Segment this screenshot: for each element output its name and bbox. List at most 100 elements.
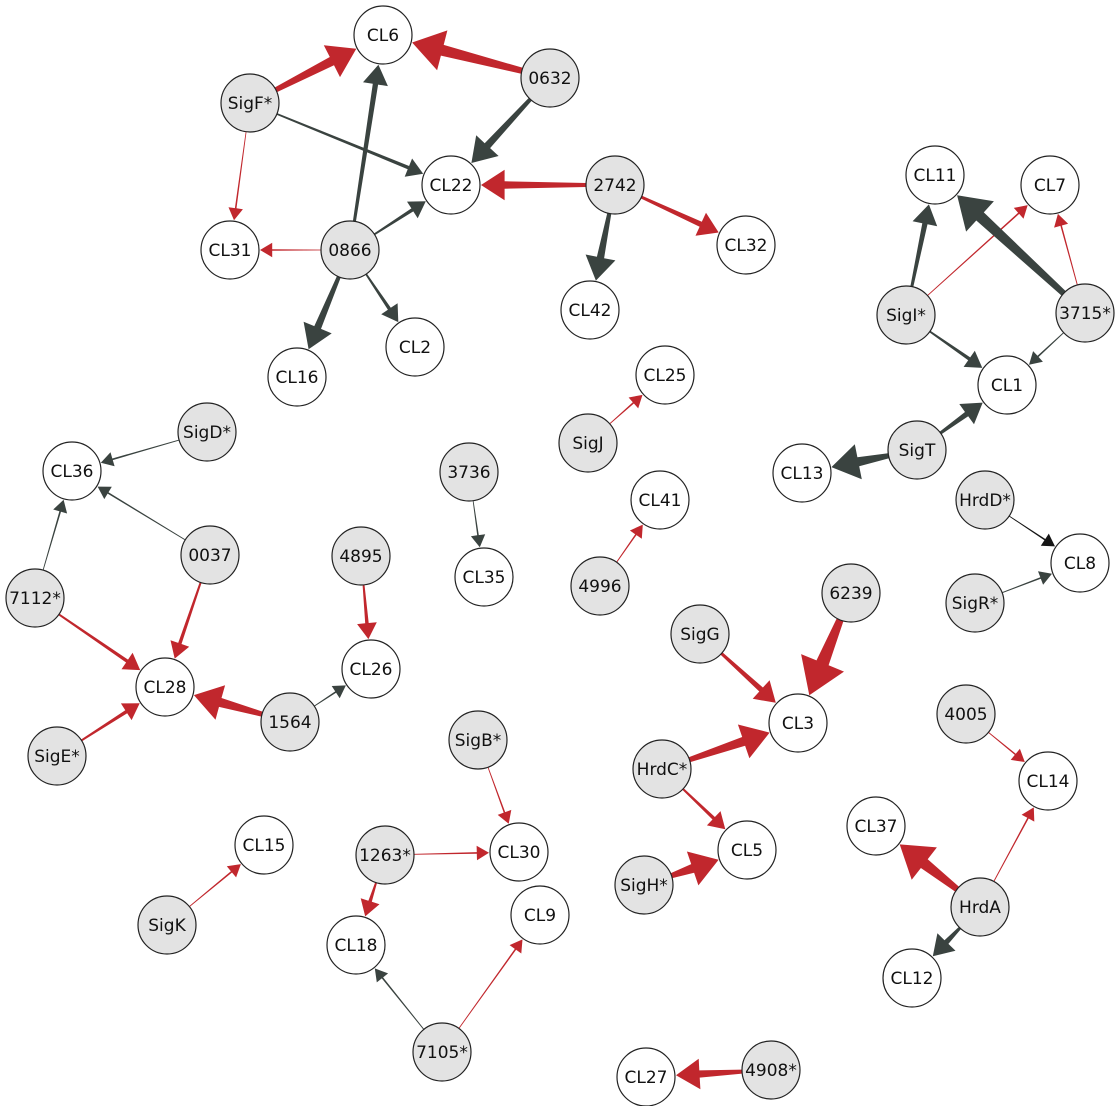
- edge-layer: [42, 30, 1078, 1090]
- node-circle: [267, 347, 327, 407]
- node-hrda: HrdA: [950, 877, 1010, 937]
- edge-7112-star-to-cl36: [42, 499, 68, 571]
- node-label: CL14: [1027, 772, 1070, 792]
- node-hrdc-star: HrdC*: [632, 739, 692, 799]
- edge-0866-to-cl6: [352, 64, 388, 222]
- edge-0866-to-cl22: [373, 201, 426, 236]
- node-label: SigG: [680, 625, 719, 645]
- node-4908-star: 4908*: [741, 1040, 801, 1100]
- node-label: CL25: [644, 366, 687, 386]
- node-cl25: CL25: [635, 345, 695, 405]
- node-label: CL28: [144, 678, 187, 698]
- edge-0632-to-cl6: [412, 30, 523, 74]
- node-circle: [741, 1040, 801, 1100]
- node-cl28: CL28: [135, 657, 195, 717]
- edge-4005-to-cl14: [988, 732, 1025, 762]
- edge-1263-star-to-cl30: [414, 845, 489, 861]
- edge-2742-to-cl32: [640, 195, 719, 236]
- node-label: 0632: [528, 69, 571, 89]
- edge-sigd-star-to-cl36: [100, 439, 180, 467]
- node-circle: [768, 693, 828, 753]
- node-circle: [560, 280, 620, 340]
- edge-0632-to-cl22: [471, 97, 532, 163]
- node-label: 4908*: [745, 1061, 797, 1081]
- node-circle: [977, 355, 1037, 415]
- node-circle: [1055, 283, 1115, 343]
- node-circle: [635, 345, 695, 405]
- edge-0866-to-cl16: [303, 276, 341, 350]
- node-label: CL26: [350, 660, 393, 680]
- node-label: SigT: [899, 441, 936, 461]
- node-circle: [385, 317, 445, 377]
- node-label: 3736: [447, 463, 490, 483]
- edge-1564-to-cl26: [314, 685, 346, 707]
- edge-hrdd-star-to-cl8: [1008, 515, 1055, 547]
- node-circle: [716, 215, 776, 275]
- node-cl31: CL31: [200, 220, 260, 280]
- node-3715-star: 3715*: [1055, 283, 1115, 343]
- node-hrdd-star: HrdD*: [955, 470, 1015, 530]
- node-label: 0866: [328, 241, 371, 261]
- node-circle: [950, 877, 1010, 937]
- edge-sigj-to-cl25: [609, 394, 643, 425]
- node-7112-star: 7112*: [5, 568, 65, 628]
- node-circle: [353, 5, 413, 65]
- edge-sigi-star-to-cl11: [910, 204, 938, 287]
- node-cl16: CL16: [267, 347, 327, 407]
- node-circle: [632, 739, 692, 799]
- node-label: CL42: [569, 301, 612, 321]
- node-cl42: CL42: [560, 280, 620, 340]
- node-label: CL22: [430, 176, 473, 196]
- node-cl13: CL13: [772, 443, 832, 503]
- node-label: 0037: [188, 546, 231, 566]
- node-cl9: CL9: [510, 885, 570, 945]
- node-circle: [570, 556, 630, 616]
- node-label: CL32: [725, 236, 768, 256]
- node-circle: [234, 815, 294, 875]
- node-sigj: SigJ: [558, 413, 618, 473]
- node-circle: [821, 563, 881, 623]
- node-cl41: CL41: [630, 470, 690, 530]
- edge-7105-star-to-cl18: [374, 968, 425, 1030]
- node-0037: 0037: [180, 525, 240, 585]
- edge-sigi-star-to-cl7: [927, 205, 1028, 296]
- node-label: CL30: [498, 843, 541, 863]
- node-cl11: CL11: [905, 145, 965, 205]
- node-circle: [1018, 751, 1078, 811]
- node-sigi-star: SigI*: [876, 285, 936, 345]
- edge-hrdc-star-to-cl3: [688, 724, 770, 763]
- node-circle: [42, 441, 102, 501]
- node-circle: [412, 1022, 472, 1082]
- node-label: SigK: [148, 916, 186, 936]
- node-label: CL35: [463, 568, 506, 588]
- edge-hrda-to-cl12: [932, 926, 961, 957]
- node-label: CL36: [51, 462, 94, 482]
- node-circle: [355, 825, 415, 885]
- node-circle: [341, 639, 401, 699]
- node-7105-star: 7105*: [412, 1022, 472, 1082]
- node-cl5: CL5: [717, 820, 777, 880]
- node-6239: 6239: [821, 563, 881, 623]
- edge-3715-star-to-cl7: [1054, 213, 1078, 286]
- edge-0866-to-cl31: [260, 242, 321, 258]
- edge-sigk-to-cl15: [189, 864, 241, 907]
- node-circle: [448, 710, 508, 770]
- node-cl37: CL37: [846, 796, 906, 856]
- node-label: 2742: [593, 176, 636, 196]
- node-1263-star: 1263*: [355, 825, 415, 885]
- node-label: 7112*: [9, 589, 61, 609]
- edge-sigg-to-cl3: [720, 652, 776, 703]
- node-label: CL9: [524, 906, 556, 926]
- edge-sigf-star-to-cl6: [274, 45, 357, 93]
- node-circle: [135, 657, 195, 717]
- node-circle: [876, 285, 936, 345]
- node-label: CL16: [276, 368, 319, 388]
- edge-7112-star-to-cl28: [58, 613, 141, 671]
- node-label: SigI*: [886, 306, 926, 326]
- node-circle: [27, 726, 87, 786]
- node-circle: [260, 692, 320, 752]
- edge-0037-to-cl36: [97, 486, 186, 541]
- node-circle: [772, 443, 832, 503]
- node-label: 6239: [829, 584, 872, 604]
- node-circle: [616, 1047, 676, 1106]
